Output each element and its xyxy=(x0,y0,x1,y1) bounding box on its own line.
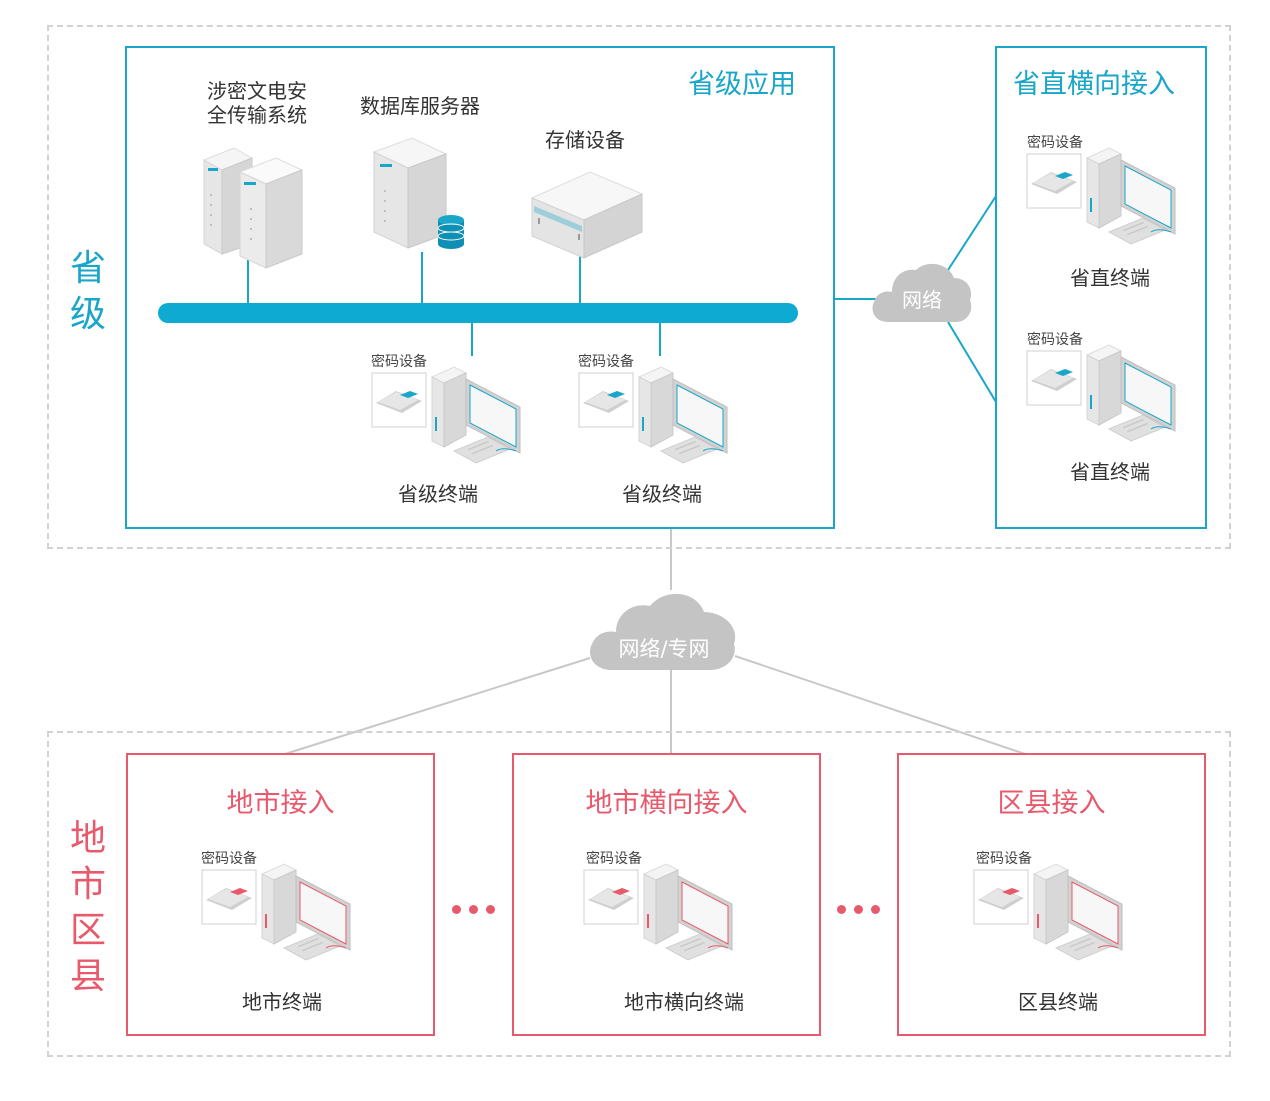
encryption-device-icon xyxy=(371,372,427,428)
city-horizontal-access-box xyxy=(512,753,821,1036)
local-region-label: 地 市 区 县 xyxy=(69,818,106,997)
more-dots xyxy=(837,899,888,918)
direct-terminal2-label: 省直终端 xyxy=(1070,460,1150,484)
terminal-group xyxy=(371,366,521,464)
city-horizontal-device-label: 密码设备 xyxy=(586,851,642,867)
province-app-box xyxy=(125,46,835,529)
terminal-group xyxy=(578,366,728,464)
computer-icon xyxy=(260,863,351,961)
terminal-group xyxy=(973,863,1123,961)
direct-access-title: 省直横向接入 xyxy=(1013,69,1175,100)
county-terminal-label: 区县终端 xyxy=(1018,990,1098,1014)
secure-transfer-label: 涉密文电安 全传输系统 xyxy=(207,79,307,127)
network-bus xyxy=(158,303,798,323)
encryption-device-icon xyxy=(973,869,1029,925)
cloud-icon xyxy=(872,263,972,322)
private-to-county-line xyxy=(734,655,1026,755)
computer-icon xyxy=(1085,147,1176,245)
city-horizontal-access-title: 地市横向接入 xyxy=(585,788,748,819)
direct-terminal1-label: 省直终端 xyxy=(1070,266,1150,290)
computer-icon xyxy=(1085,344,1176,442)
city-device-label: 密码设备 xyxy=(201,851,257,867)
province-terminal1-device-label: 密码设备 xyxy=(371,354,427,370)
database-cylinder xyxy=(437,215,465,249)
computer-icon xyxy=(637,366,728,464)
cloud-to-direct-line-2 xyxy=(947,321,997,403)
city-horizontal-terminal-label: 地市横向终端 xyxy=(624,990,744,1014)
encryption-device-icon xyxy=(583,869,639,925)
storage-icon xyxy=(530,171,644,259)
direct-terminal2-device-label: 密码设备 xyxy=(1027,332,1083,348)
county-access-box xyxy=(897,753,1206,1036)
terminal-group xyxy=(1026,344,1176,442)
encryption-device-icon xyxy=(1026,153,1082,209)
terminal-group xyxy=(583,863,733,961)
terminal-group xyxy=(1026,147,1176,245)
more-dots xyxy=(452,899,503,918)
database-icon xyxy=(372,137,465,249)
province-terminal2-label: 省级终端 xyxy=(622,482,702,506)
city-access-title: 地市接入 xyxy=(226,788,335,819)
network-cloud-label: 网络 xyxy=(902,288,942,312)
local-region xyxy=(47,731,1231,1057)
cloud-icon xyxy=(590,593,736,670)
db-server-label: 数据库服务器 xyxy=(360,94,480,118)
storage-label: 存储设备 xyxy=(545,128,625,152)
private-network-cloud-label: 网络/专网 xyxy=(618,637,710,661)
county-device-label: 密码设备 xyxy=(976,851,1032,867)
province-region-label: 省 级 xyxy=(69,248,106,335)
cloud-to-direct-line-1 xyxy=(947,195,997,271)
encryption-device-icon xyxy=(578,372,634,428)
encryption-device-icon xyxy=(1026,350,1082,406)
direct-terminal1-device-label: 密码设备 xyxy=(1027,135,1083,151)
county-access-title: 区县接入 xyxy=(997,788,1106,819)
direct-access-box xyxy=(995,46,1207,529)
city-terminal-label: 地市终端 xyxy=(242,990,322,1014)
server-icon xyxy=(202,147,304,269)
province-terminal1-label: 省级终端 xyxy=(398,482,478,506)
private-to-city-line xyxy=(284,657,591,755)
province-region xyxy=(47,25,1231,549)
province-terminal2-device-label: 密码设备 xyxy=(578,354,634,370)
computer-icon xyxy=(1032,863,1123,961)
province-app-title: 省级应用 xyxy=(688,69,796,100)
computer-icon xyxy=(642,863,733,961)
encryption-device-icon xyxy=(201,869,257,925)
city-access-box xyxy=(126,753,435,1036)
computer-icon xyxy=(430,366,521,464)
terminal-group xyxy=(201,863,351,961)
